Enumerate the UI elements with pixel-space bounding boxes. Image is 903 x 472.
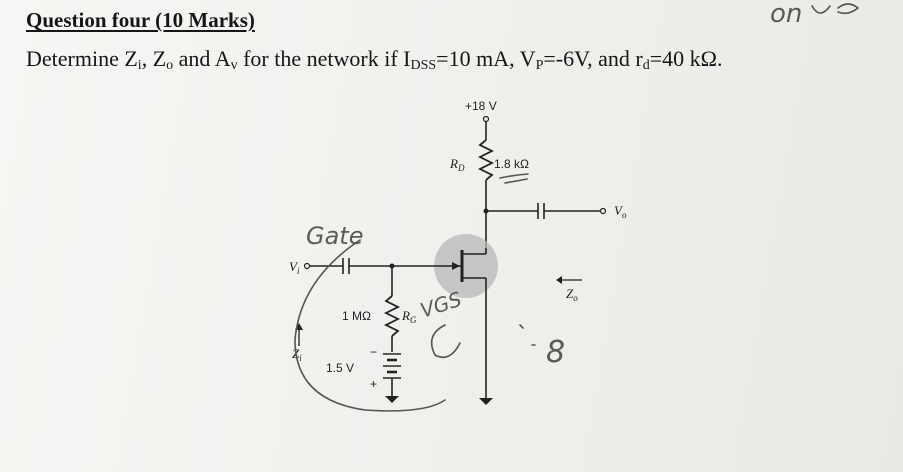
vo-label: Vo	[614, 203, 627, 220]
zo-label: Zo	[566, 286, 578, 303]
question-mid4: =10 mA, V	[436, 46, 536, 71]
vgs-loop-scribble	[430, 324, 461, 359]
supply-label: +18 V	[465, 99, 497, 113]
rd-value: 1.8 kΩ	[494, 157, 529, 171]
corner-scribble: on	[770, 0, 802, 29]
rd-subscript: d	[642, 58, 650, 73]
zo-subscript: o	[166, 58, 174, 73]
question-mid5: =-6V, and r	[543, 46, 643, 71]
supply-terminal	[482, 115, 490, 123]
number-handwritten-note: 8	[546, 335, 565, 370]
question-heading: Question four (10 Marks)	[26, 8, 255, 32]
vi-terminal	[303, 262, 311, 270]
question-suffix: =40 kΩ.	[649, 46, 723, 71]
vo-terminal	[599, 207, 607, 215]
question-mid1: , Z	[141, 46, 167, 71]
input-circle-scribble	[294, 239, 446, 412]
av-subscript: v	[230, 58, 238, 73]
rd-underline-scribble	[499, 173, 529, 184]
question-prefix: Determine Z	[26, 46, 138, 71]
question-mid2: and A	[173, 46, 231, 71]
battery-ground	[385, 396, 399, 403]
vgs-handwritten-note: VGS	[417, 287, 465, 323]
rd-name: RD	[449, 156, 465, 173]
question-text: Determine Zi, Zo and Av for the network …	[26, 46, 723, 74]
idss-subscript: DSS	[410, 58, 437, 73]
vp-subscript: P	[535, 58, 544, 73]
rg-value: 1 MΩ	[342, 309, 371, 323]
rg-name: RG	[401, 308, 417, 325]
rg-resistor	[383, 295, 401, 337]
gate-handwritten-note: Gate	[306, 222, 363, 250]
zo-arrow-head	[556, 276, 562, 284]
battery-value: 1.5 V	[326, 361, 354, 375]
question-mid3: for the network if I	[237, 46, 411, 71]
battery-plus: +	[370, 377, 377, 391]
vi-label: Vi	[289, 259, 300, 276]
battery-minus: −	[370, 345, 377, 359]
jfet-gate-arrow	[452, 262, 460, 270]
jfet-highlight	[434, 234, 498, 298]
dot-scribbles	[519, 324, 536, 346]
corner-scribble-stroke	[811, 3, 859, 15]
source-ground	[479, 398, 493, 405]
rd-resistor	[477, 139, 495, 181]
zi-subscript: i	[137, 58, 142, 73]
